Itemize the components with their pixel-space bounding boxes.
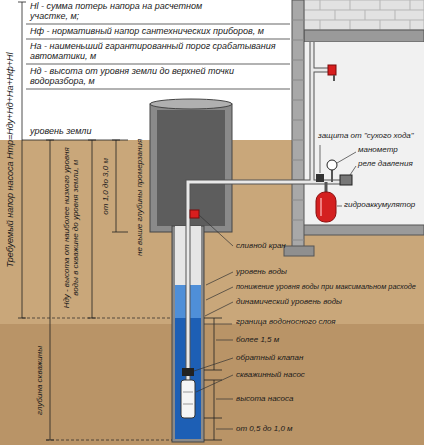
extension-lines bbox=[22, 318, 172, 440]
callout-label: более 1,5 м bbox=[236, 336, 279, 345]
callout-label: высота насоса bbox=[236, 395, 294, 404]
dimension-label: не выше глубины промерзания bbox=[136, 138, 145, 255]
drain-valve bbox=[190, 210, 199, 218]
faucet-spout bbox=[333, 75, 335, 81]
head-term-note: На - наименьший гарантированный порог ср… bbox=[30, 42, 288, 62]
pit-wall bbox=[150, 104, 232, 232]
callout-label: от 0,5 до 1,0 м bbox=[236, 425, 293, 434]
brick-joints bbox=[304, 0, 424, 30]
pipe-inner bbox=[188, 42, 352, 380]
reference-line bbox=[26, 89, 290, 90]
callout-label: уровень воды bbox=[236, 268, 287, 277]
right-dimensions bbox=[204, 318, 222, 440]
check-valve bbox=[182, 368, 194, 376]
foundation-wall bbox=[292, 0, 304, 248]
callout-label: сливной кран bbox=[236, 242, 286, 251]
reference-line bbox=[26, 39, 290, 40]
equipment-label: реле давления bbox=[358, 160, 413, 169]
callout-label: динамический уровень воды bbox=[236, 298, 342, 307]
ground-level-line bbox=[22, 140, 128, 141]
dimension-label: от 1,0 до 3,0 м bbox=[101, 158, 110, 215]
pit-rim bbox=[150, 99, 232, 109]
head-term-note: Нф - нормативный напор сантехнических пр… bbox=[30, 27, 288, 37]
dimension-label: Требуемый напор насоса Нтр=Нду+Нд+На+Нф+… bbox=[5, 52, 15, 267]
equipment-label: гидроаккумулятор bbox=[344, 201, 415, 210]
brick-wall bbox=[304, 0, 424, 30]
tank-stub bbox=[325, 182, 328, 192]
callout-label: скважинный насос bbox=[236, 371, 305, 380]
well-pump bbox=[181, 380, 195, 418]
ceiling-slab bbox=[304, 30, 424, 42]
faucet bbox=[328, 65, 336, 75]
dimension-label: глубина скважины bbox=[36, 345, 45, 414]
pressure-gauge bbox=[327, 160, 337, 170]
pressure-switch bbox=[340, 175, 352, 185]
footing bbox=[284, 246, 314, 256]
head-term-note: Нl - сумма потерь напора на расчетном уч… bbox=[30, 2, 220, 22]
dimension-label: Нду - высота от наиболее низкого уровня … bbox=[63, 146, 81, 310]
reference-line bbox=[26, 64, 290, 65]
pit-inside bbox=[157, 110, 225, 226]
head-term-note: Нд - высота от уровня земли до верхней т… bbox=[30, 67, 288, 87]
pressure-tank bbox=[316, 192, 336, 222]
pump-ribs bbox=[183, 392, 193, 404]
equipment-label: манометр bbox=[358, 146, 398, 155]
wall-joints bbox=[292, 20, 304, 240]
equipment-label: защита от "сухого хода" bbox=[318, 132, 414, 141]
pipe-outline bbox=[188, 42, 352, 380]
gauge-stub bbox=[331, 170, 333, 182]
callout-label: понижение уровня воды при максимальном р… bbox=[236, 283, 416, 291]
floor-slab bbox=[298, 225, 424, 235]
dry-run-sensor bbox=[316, 174, 324, 182]
callout-label: граница водоносного слоя bbox=[236, 318, 336, 327]
callout-label: обратный клапан bbox=[236, 354, 303, 363]
reference-line bbox=[26, 24, 290, 25]
tank-highlight bbox=[320, 198, 322, 216]
level-label: уровень земли bbox=[30, 127, 91, 137]
